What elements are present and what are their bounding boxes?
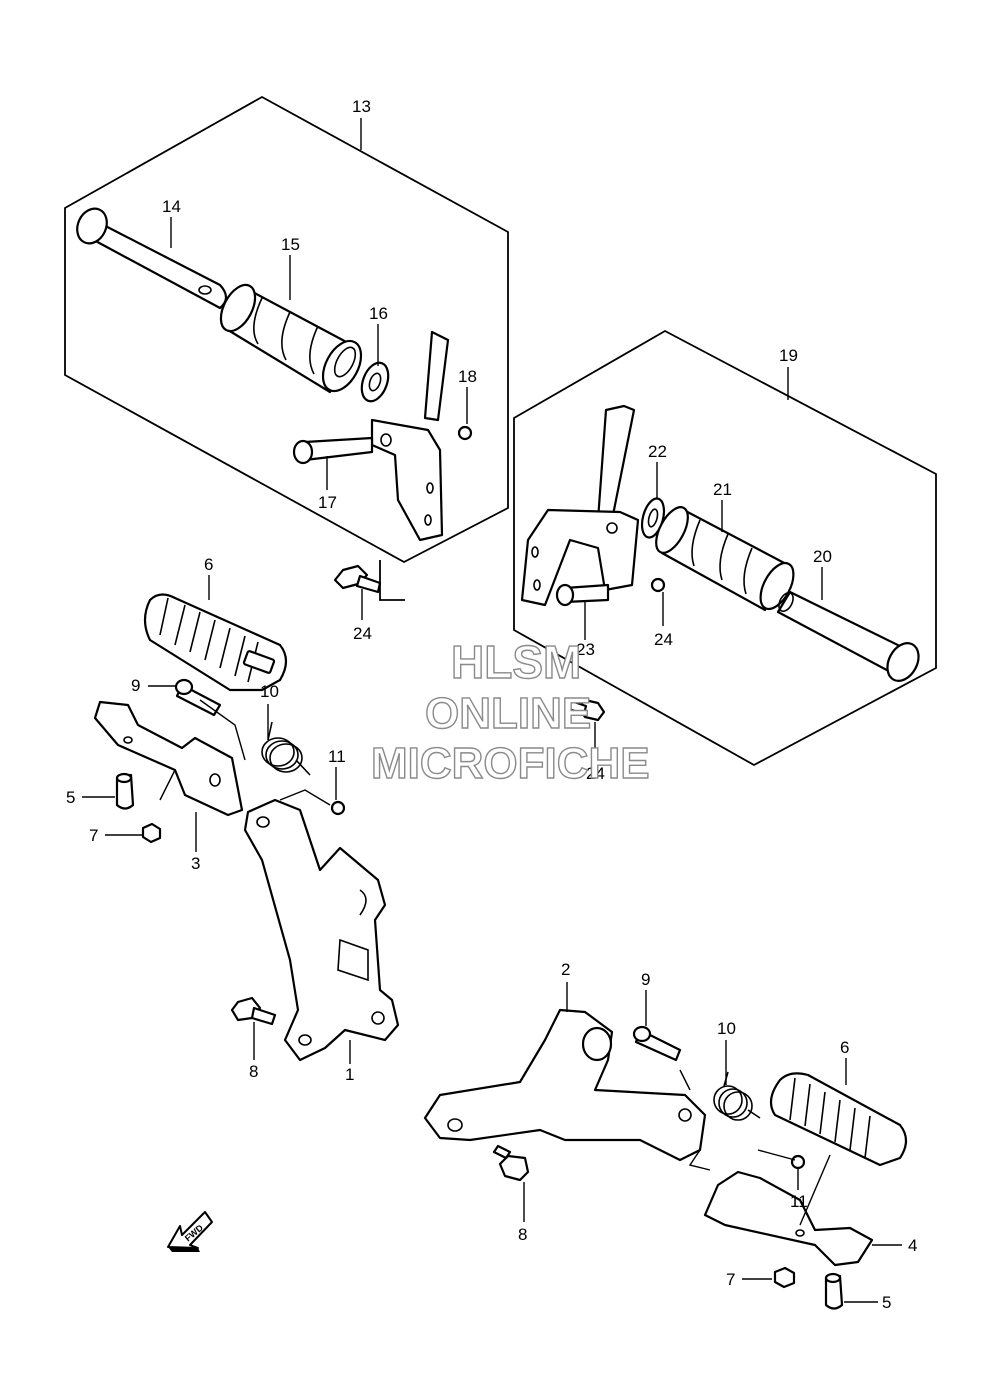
rubber-20 <box>655 506 795 612</box>
clip-23 <box>650 577 666 593</box>
callout-1: 1 <box>345 1065 354 1084</box>
bracket-12 <box>370 330 450 542</box>
rubber-14 <box>219 283 363 394</box>
spring-10-left <box>261 721 311 776</box>
callout-24-right: 24 <box>586 764 605 783</box>
callout-3: 3 <box>191 854 200 873</box>
callout-10-right: 10 <box>717 1019 736 1038</box>
callout-7-right: 7 <box>726 1270 735 1289</box>
callout-20: 21 <box>713 480 732 499</box>
callout-13: 14 <box>162 197 181 216</box>
pin-9-left <box>174 678 222 717</box>
main-bracket-1 <box>243 798 400 1062</box>
fwd-arrow-icon: FWD <box>167 1211 213 1252</box>
assembly-box-18 <box>513 329 937 767</box>
callout-18: 19 <box>779 346 798 365</box>
callout-16: 17 <box>318 493 337 512</box>
callout-4: 4 <box>908 1236 917 1255</box>
callout-12: 13 <box>352 97 371 116</box>
callout-5-right: 5 <box>882 1293 891 1312</box>
callout-6-right: 6 <box>840 1038 849 1057</box>
watermark-line-3: MICROFICHE <box>371 739 650 788</box>
callout-labels: 13 14 15 16 18 17 24 19 22 21 20 23 24 2… <box>66 97 917 1312</box>
bracket-2 <box>423 1008 707 1162</box>
footpeg-bracket-4 <box>703 1170 874 1267</box>
footpeg-rubber-6-right <box>769 1072 908 1167</box>
callout-9-right: 9 <box>641 970 650 989</box>
callout-15: 16 <box>369 304 388 323</box>
callout-8-right: 8 <box>518 1225 527 1244</box>
bracket-18 <box>520 404 640 607</box>
watermark-line-2: ONLINE <box>425 689 591 738</box>
clip-11-left <box>330 800 346 816</box>
callout-19: 20 <box>813 547 832 566</box>
nut-7-right <box>773 1266 796 1289</box>
callout-22: 23 <box>576 640 595 659</box>
clip-11-right <box>790 1154 806 1170</box>
bolt-8-right <box>492 1144 530 1182</box>
callout-21: 22 <box>648 442 667 461</box>
assembly-box-12 <box>64 95 509 601</box>
callout-5-left: 5 <box>66 788 75 807</box>
callout-8-left: 8 <box>249 1062 258 1081</box>
nut-7-left <box>141 822 162 844</box>
callout-11-right: 11 <box>790 1192 808 1211</box>
clip-17 <box>457 425 473 441</box>
callout-10-left: 10 <box>260 682 279 701</box>
callout-11-left: 11 <box>328 747 346 766</box>
callout-17: 18 <box>458 367 477 386</box>
callout-7-left: 7 <box>89 826 98 845</box>
pin-16 <box>292 436 374 465</box>
leader-lines <box>82 118 902 1303</box>
bolt-5-right <box>824 1272 844 1310</box>
footpeg-rubber-6-left <box>143 593 288 692</box>
callout-23: 24 <box>654 630 673 649</box>
bolt-8-left <box>230 996 277 1026</box>
watermark: HLSM ONLINE MICROFICHE <box>370 635 650 788</box>
callout-24-left: 24 <box>353 624 372 643</box>
pin-9-right <box>632 1025 682 1062</box>
spring-10-right <box>713 1071 761 1121</box>
callout-9-left: 9 <box>131 676 140 695</box>
footpeg-bracket-3-left <box>93 700 244 817</box>
callout-6-left: 6 <box>204 555 213 574</box>
callout-14: 15 <box>281 235 300 254</box>
watermark-line-1: HLSM <box>451 636 581 688</box>
pin-22 <box>555 583 610 607</box>
bolt-24-right <box>564 698 606 722</box>
bolt-24-left <box>333 564 382 594</box>
pin-19 <box>776 590 920 682</box>
pin-13 <box>76 207 228 310</box>
bolt-5-left <box>115 772 135 810</box>
washer-15 <box>360 361 390 403</box>
callout-2: 2 <box>561 960 570 979</box>
